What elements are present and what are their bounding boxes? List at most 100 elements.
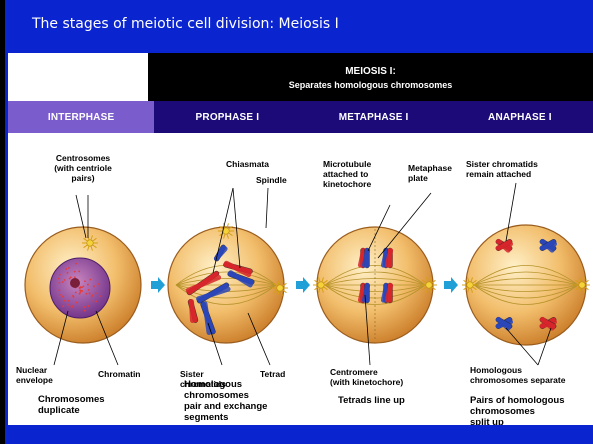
- prophase-caption: Homologouschromosomespair and exchangese…: [184, 379, 267, 423]
- chromatin-dot: [74, 276, 76, 278]
- chromatin-dot: [80, 290, 82, 292]
- chromatin-dot: [59, 274, 61, 276]
- spindle-label: Spindle: [256, 175, 287, 185]
- microtubule-label-line: attached to: [323, 169, 368, 179]
- figure-panel: MEIOSIS I: Separates homologous chromoso…: [8, 53, 593, 425]
- centriole-icon: [318, 282, 324, 288]
- chromatin-dot: [58, 289, 60, 291]
- chromatin-dot: [87, 284, 89, 286]
- chiasmata-label-line: Chiasmata: [226, 159, 269, 169]
- centriole-icon: [426, 282, 432, 288]
- anaphase-caption-line: chromosomes: [470, 406, 535, 417]
- interphase-caption-line: duplicate: [38, 405, 80, 416]
- centromere-label: Centromere(with kinetochore): [330, 367, 403, 387]
- sister-chromatids-attached-label: Sister chromatidsremain attached: [466, 159, 538, 179]
- metaphase-plate-label: Metaphaseplate: [408, 163, 452, 183]
- stage-interphase: INTERPHASE: [8, 101, 154, 133]
- meiosis-header: MEIOSIS I: Separates homologous chromoso…: [148, 53, 593, 101]
- tetrad-label: Tetrad: [260, 369, 285, 379]
- centriole-icon: [87, 240, 93, 246]
- chromatin-dot: [75, 292, 77, 294]
- chromatin-dot: [75, 263, 77, 265]
- sister-chromatids-label-line: Sister: [180, 369, 204, 379]
- chromatin-dot: [67, 304, 69, 306]
- chromatin-dot: [64, 300, 66, 302]
- stage-metaphase-i: METAPHASE I: [301, 101, 447, 133]
- stage-prophase-i: PROPHASE I: [154, 101, 300, 133]
- chromatin-dot: [89, 292, 91, 294]
- centriole-icon: [277, 285, 283, 291]
- chromatin-dot: [86, 293, 88, 295]
- chromatin-dot: [79, 293, 81, 295]
- anaphase-caption-line: split up: [470, 417, 504, 425]
- nuclear-envelope-label-line: Nuclear: [16, 365, 48, 375]
- prophase-caption-line: segments: [184, 412, 228, 423]
- chromatin-dot: [99, 295, 101, 297]
- centromere-label-line: Centromere: [330, 367, 378, 377]
- chromatin-dot: [95, 292, 97, 294]
- chromatin-label-line: Chromatin: [98, 369, 141, 379]
- chromatin-dot: [98, 283, 100, 285]
- stage-arrow-icon: [151, 277, 165, 293]
- stage-anaphase-i: ANAPHASE I: [447, 101, 593, 133]
- chromatin-dot: [68, 267, 70, 269]
- centrosomes-label-line: Centrosomes: [56, 153, 111, 163]
- chromatin-dot: [70, 276, 72, 278]
- chromatin-dot: [84, 310, 86, 312]
- sister-chromatids-attached-label-line: Sister chromatids: [466, 159, 538, 169]
- metaphase-plate-label-line: Metaphase: [408, 163, 452, 173]
- chromatin-dot: [92, 300, 94, 302]
- centriole-icon: [467, 282, 473, 288]
- tetrad-label-line: Tetrad: [260, 369, 285, 379]
- chromatin-dot: [67, 272, 69, 274]
- nuclear-envelope-label: Nuclearenvelope: [16, 365, 53, 385]
- prophase-caption-line: chromosomes: [184, 390, 249, 401]
- centrosomes-label-line: (with centriole: [54, 163, 112, 173]
- chromatin-dot: [58, 278, 60, 280]
- chromatin-dot: [58, 282, 60, 284]
- chromatin-dot: [76, 302, 78, 304]
- chromatin-dot: [95, 300, 97, 302]
- stage-arrow-icon: [444, 277, 458, 293]
- chromatin-label: Chromatin: [98, 369, 141, 379]
- slide-left-edge: [0, 0, 5, 444]
- slide-title: The stages of meiotic cell division: Mei…: [32, 16, 339, 32]
- spindle-label-line: Spindle: [256, 175, 287, 185]
- chromatin-dot: [73, 296, 75, 298]
- chromatin-dot: [88, 289, 90, 291]
- centrosomes-label: Centrosomes(with centriolepairs): [54, 153, 112, 183]
- chromatin-dot: [65, 268, 67, 270]
- metaphase-caption-line: Tetrads line up: [338, 395, 405, 406]
- chromatin-dot: [71, 305, 73, 307]
- chromatin-dot: [93, 285, 95, 287]
- interphase-caption: Chromosomesduplicate: [38, 394, 105, 416]
- metaphase-caption: Tetrads line up: [338, 395, 405, 406]
- sister-chromatids-attached-label-line: remain attached: [466, 169, 531, 179]
- microtubule-label-line: kinetochore: [323, 179, 371, 189]
- prophase-caption-line: Homologous: [184, 379, 242, 390]
- prophase-caption-line: pair and exchange: [184, 401, 267, 412]
- chromatin-dot: [88, 305, 90, 307]
- chromatin-dot: [84, 280, 86, 282]
- chromatin-dot: [79, 287, 81, 289]
- nuclear-envelope-label-line: envelope: [16, 375, 53, 385]
- chromatin-dot: [82, 286, 84, 288]
- homologous-separate-label-line: Homologous: [470, 365, 522, 375]
- chromatin-dot: [74, 271, 76, 273]
- centrosomes-label-line: pairs): [71, 173, 94, 183]
- homologous-separate-label-line: chromosomes separate: [470, 375, 566, 385]
- chromatin-dot: [62, 296, 64, 298]
- chiasmata-label: Chiasmata: [226, 159, 269, 169]
- stage-arrow-icon: [296, 277, 310, 293]
- microtubule-label-line: Microtubule: [323, 159, 371, 169]
- chromatin-dot: [78, 271, 80, 273]
- bottom-band: [8, 425, 593, 444]
- chromatin-dot: [62, 305, 64, 307]
- chromatin-dot: [90, 279, 92, 281]
- interphase-caption-line: Chromosomes: [38, 394, 105, 405]
- meiosis-title: MEIOSIS I:: [148, 66, 593, 77]
- stage-bar: INTERPHASE PROPHASE I METAPHASE I ANAPHA…: [8, 101, 593, 133]
- metaphase-plate-label-line: plate: [408, 173, 428, 183]
- chromatin-dot: [83, 306, 85, 308]
- chromatin-dot: [64, 279, 66, 281]
